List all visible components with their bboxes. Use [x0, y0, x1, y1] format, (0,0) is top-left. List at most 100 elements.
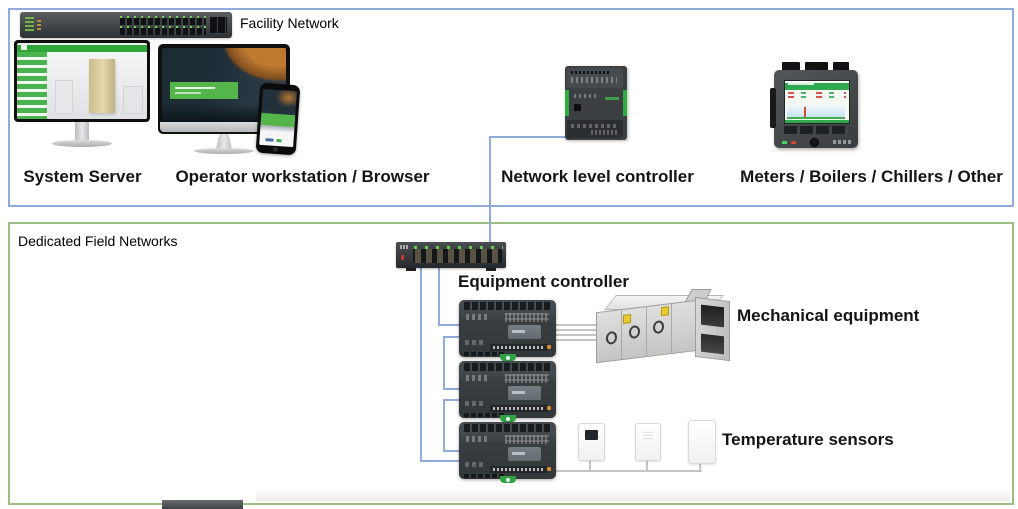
phone-green-banner — [260, 112, 296, 128]
connector-ec2-ec3-bottom — [443, 450, 462, 452]
controller-io-strip — [490, 344, 548, 351]
operator-workstation-label: Operator workstation / Browser — [175, 167, 430, 186]
temperature-sensor-1-image — [578, 423, 605, 461]
switch-port-row-top — [120, 16, 206, 25]
meter-display — [784, 80, 850, 124]
switch-brand-mark — [400, 245, 409, 249]
operator-workstation-image — [158, 44, 308, 166]
monitor-base — [52, 140, 112, 147]
network-level-controller-label: Network level controller — [501, 167, 694, 186]
temperature-sensor-3-image — [688, 420, 716, 464]
sensor-stub-2 — [646, 458, 648, 470]
meter-display-chart — [787, 106, 845, 119]
facility-network-label: Facility Network — [240, 15, 339, 31]
connector-switch-to-ec1-horizontal — [438, 324, 462, 326]
schneider-logo-patch — [508, 447, 541, 461]
switch-ports — [413, 246, 503, 263]
bottom-dark-bar — [162, 500, 243, 509]
controller-top-ports — [567, 68, 623, 88]
screen-3d-city-view — [47, 52, 147, 119]
connector-ec1-ec2-bottom — [443, 388, 462, 390]
bottom-shadow-band — [256, 488, 1010, 501]
controller-bottom-terminals — [464, 413, 504, 417]
sensor-stub-1 — [589, 458, 591, 470]
smartphone-image — [255, 82, 301, 156]
controller-top-terminals — [464, 363, 551, 371]
wire-ec1-ahu-1 — [554, 324, 602, 326]
meter-body — [770, 70, 858, 148]
equipment-controller-1-image — [459, 300, 556, 361]
facility-switch-image — [20, 12, 232, 38]
ahu-duct-opening-bottom — [701, 333, 724, 355]
system-server-label: System Server — [23, 167, 142, 186]
connector-switch-to-ec1-vertical — [438, 265, 440, 326]
warning-sticker — [661, 306, 669, 317]
monitor-bezel — [14, 40, 150, 122]
wire-ec1-ahu-2 — [554, 329, 602, 331]
sensor-bus — [540, 470, 702, 472]
ahu-handle — [606, 330, 617, 346]
equipment-controller-2-image — [459, 361, 556, 422]
field-networks-label: Dedicated Field Networks — [18, 233, 178, 249]
din-rail-clip — [500, 476, 516, 483]
monitor-screen — [17, 43, 147, 119]
equipment-controller-label: Equipment controller — [458, 272, 629, 291]
imac-chin — [160, 122, 288, 132]
field-network-box — [8, 222, 1014, 505]
power-meter-image — [770, 62, 862, 150]
sensor-stub-3 — [699, 461, 701, 470]
switch-red-led — [401, 255, 404, 260]
imac-screen — [162, 48, 286, 122]
imac-stand — [216, 134, 232, 149]
controller-green-strip-right — [623, 90, 627, 116]
screen-sidebar-menu — [17, 52, 47, 119]
ahu-duct-opening-top — [701, 304, 724, 328]
meter-terminal-block — [805, 62, 828, 71]
controller-io-strip — [490, 466, 548, 473]
switch-uplink-ports — [210, 17, 227, 33]
system-server-monitor-image — [14, 40, 154, 166]
connector-ec2-ec3-top — [443, 399, 462, 401]
connector-switch-to-ec3-horizontal — [420, 460, 464, 462]
network-level-controller-image — [565, 66, 627, 140]
ahu-end-face — [695, 296, 730, 362]
warning-sticker — [623, 313, 631, 324]
schneider-logo-mark — [833, 140, 853, 144]
screen-building-model — [89, 59, 115, 113]
din-rail-clip — [500, 415, 516, 422]
controller-bottom-terminals — [567, 120, 623, 138]
switch-amber-leds — [37, 20, 41, 30]
meter-round-button — [810, 138, 819, 147]
field-switch-image — [396, 242, 506, 271]
meter-red-led — [791, 141, 796, 144]
controller-bottom-terminals — [464, 352, 504, 356]
phone-screen — [259, 88, 297, 148]
ahu-front-panels — [596, 299, 698, 364]
connector-ec1-ec2-top — [443, 336, 462, 338]
connector-ec1-ec2-vertical — [443, 336, 445, 390]
imac-base — [194, 148, 254, 154]
controller-green-strip-left — [565, 90, 569, 116]
screen-green-banner — [170, 82, 238, 99]
connector-nlc-to-switch — [489, 136, 491, 243]
wire-ec1-ahu-3 — [554, 334, 602, 336]
meters-label: Meters / Boilers / Chillers / Other — [740, 167, 1003, 186]
ahu-handle — [629, 324, 640, 340]
meter-green-led — [782, 141, 787, 144]
connector-switch-to-ec3-vertical — [420, 265, 422, 462]
controller-io-strip — [490, 405, 548, 412]
mechanical-equipment-label: Mechanical equipment — [737, 306, 920, 325]
meter-buttons — [784, 126, 848, 134]
schneider-logo-patch — [508, 325, 541, 339]
sensor-display — [584, 430, 598, 440]
monitor-stand — [75, 122, 89, 142]
mechanical-equipment-image — [596, 289, 736, 367]
schneider-logo-mark — [605, 97, 619, 100]
screen-header-bar — [17, 45, 147, 54]
meter-display-header — [785, 83, 849, 90]
controller-top-terminals — [464, 302, 551, 310]
schneider-logo-patch — [508, 386, 541, 400]
wire-ec1-ahu-4 — [554, 339, 602, 341]
switch-status-leds — [25, 17, 34, 33]
